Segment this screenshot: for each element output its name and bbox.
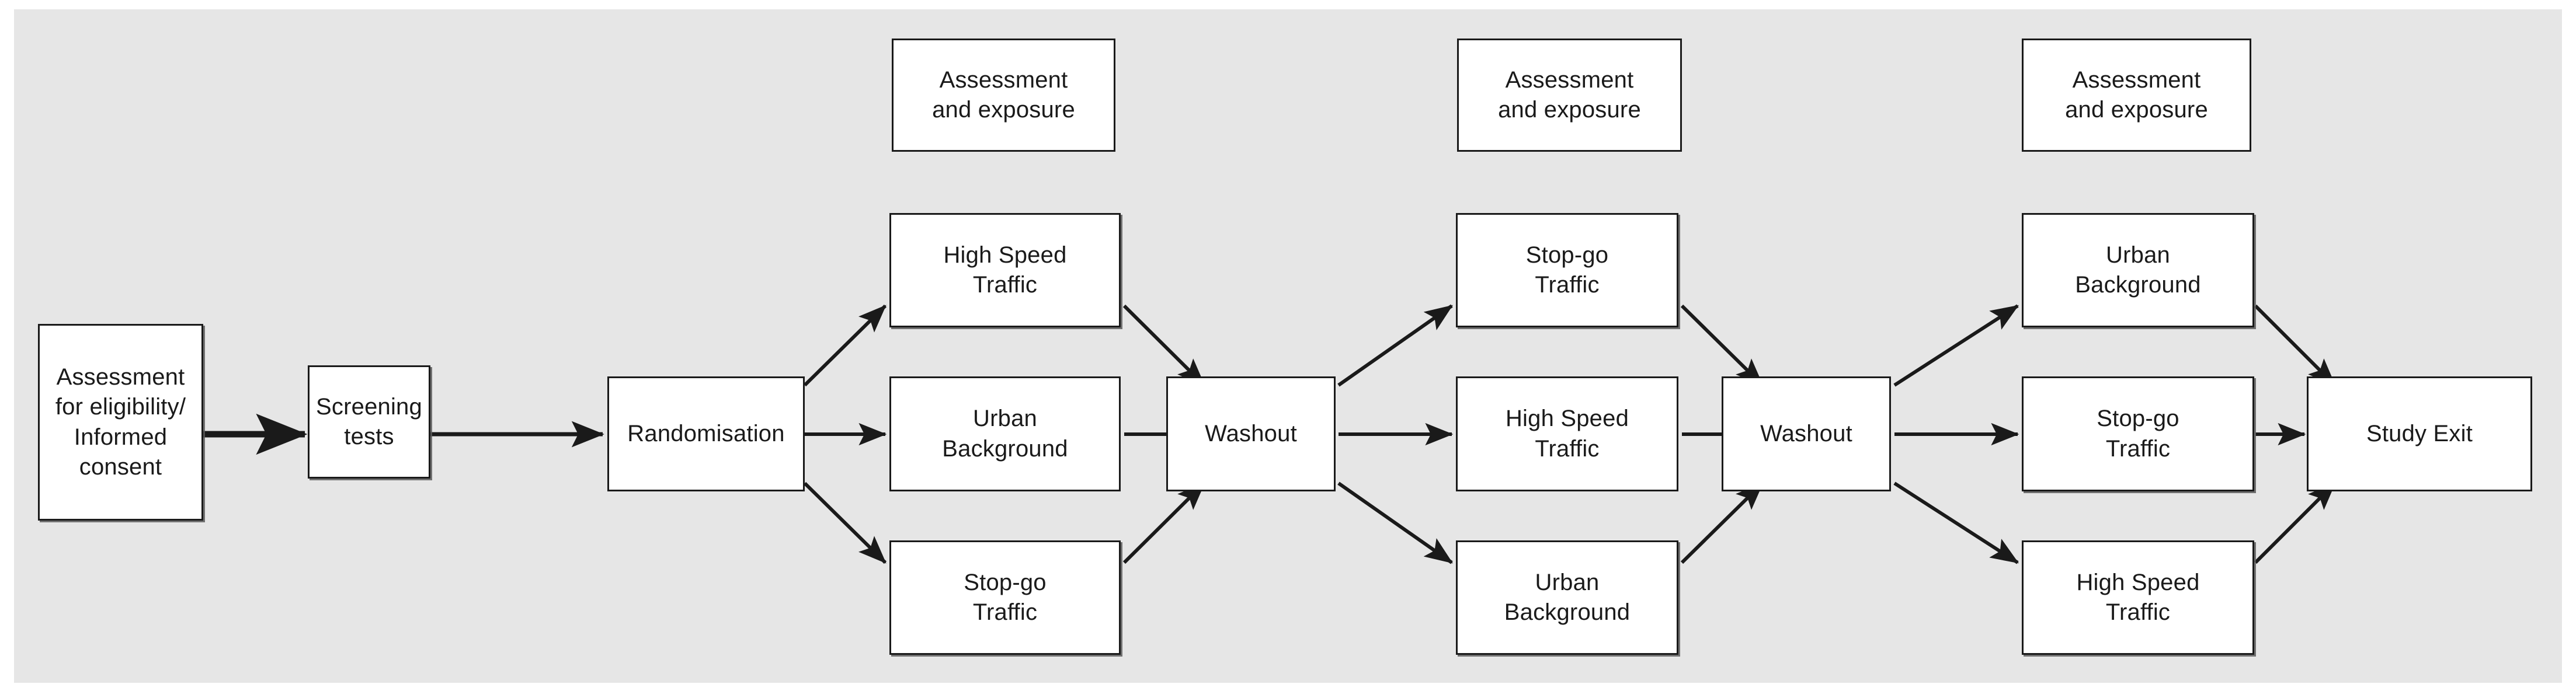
- node-label: Urban Background: [942, 406, 1068, 462]
- node-randomisation: Randomisation: [607, 376, 805, 491]
- node-label: Screening tests: [316, 393, 422, 449]
- node-period-2-arm-bottom: Urban Background: [1456, 540, 1678, 655]
- node-period-1-arm-middle: Urban Background: [889, 376, 1121, 491]
- node-label: High Speed Traffic: [943, 242, 1067, 298]
- header-assessment-exposure-1: Assessment and exposure: [892, 39, 1115, 152]
- node-label: Assessment for eligibility/ Informed con…: [55, 364, 186, 480]
- node-label: Urban Background: [2075, 242, 2201, 298]
- node-study-exit: Study Exit: [2307, 376, 2532, 491]
- node-period-3-arm-middle: Stop-go Traffic: [2022, 376, 2254, 491]
- node-label: Randomisation: [627, 420, 785, 446]
- node-label: High Speed Traffic: [1505, 406, 1629, 462]
- node-label: Stop-go Traffic: [2097, 406, 2179, 462]
- header-label: Assessment and exposure: [932, 67, 1075, 123]
- node-label: Urban Background: [1504, 569, 1631, 625]
- node-screening-tests: Screening tests: [308, 365, 430, 479]
- header-assessment-exposure-2: Assessment and exposure: [1457, 39, 1682, 152]
- node-eligibility-consent: Assessment for eligibility/ Informed con…: [38, 324, 203, 521]
- node-period-2-arm-middle: High Speed Traffic: [1456, 376, 1678, 491]
- node-period-3-arm-bottom: High Speed Traffic: [2022, 540, 2254, 655]
- header-label: Assessment and exposure: [2065, 67, 2208, 123]
- node-period-2-arm-top: Stop-go Traffic: [1456, 213, 1678, 327]
- node-label: Washout: [1205, 420, 1297, 446]
- node-washout-1: Washout: [1166, 376, 1336, 491]
- header-assessment-exposure-3: Assessment and exposure: [2022, 39, 2251, 152]
- node-washout-2: Washout: [1722, 376, 1891, 491]
- node-period-3-arm-top: Urban Background: [2022, 213, 2254, 327]
- node-label: Stop-go Traffic: [1525, 242, 1609, 298]
- header-label: Assessment and exposure: [1498, 67, 1641, 123]
- node-period-1-arm-top: High Speed Traffic: [889, 213, 1121, 327]
- node-label: High Speed Traffic: [2076, 569, 2200, 625]
- node-label: Study Exit: [2366, 420, 2473, 446]
- node-label: Washout: [1760, 420, 1852, 446]
- node-period-1-arm-bottom: Stop-go Traffic: [889, 540, 1121, 655]
- node-label: Stop-go Traffic: [964, 569, 1047, 625]
